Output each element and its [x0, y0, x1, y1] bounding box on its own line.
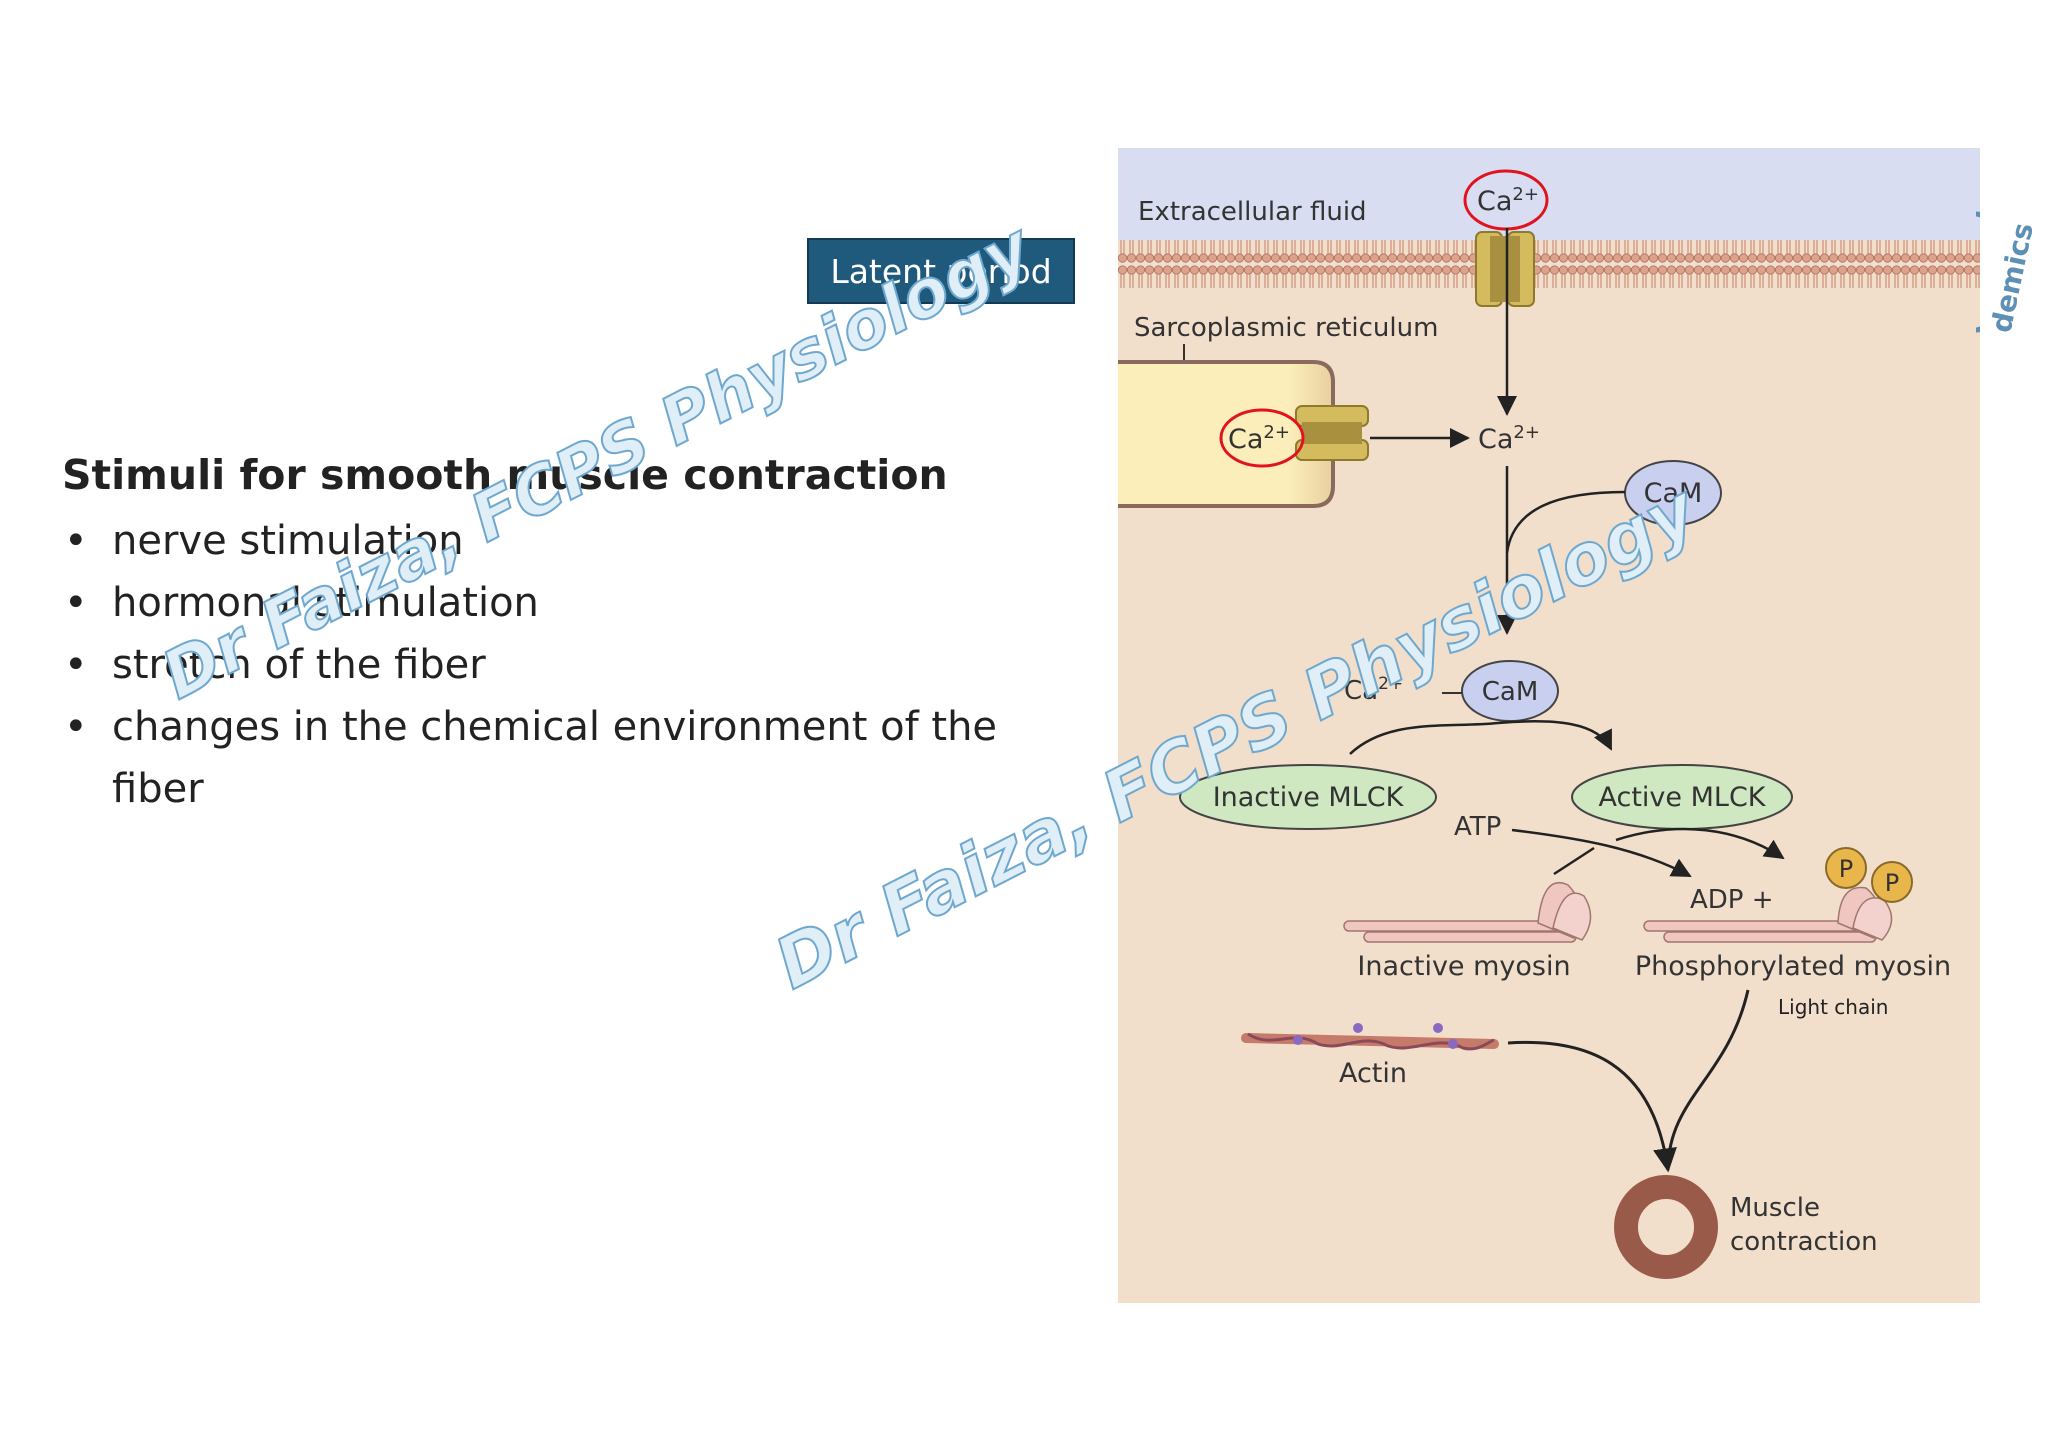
complex-cam-label: CaM [1482, 677, 1539, 707]
side-logo-text: demics [1985, 220, 2036, 336]
phosphate-label: P [1839, 855, 1853, 883]
cell-membrane [1118, 240, 1980, 298]
stimuli-text-block: Stimuli for smooth muscle contraction •n… [62, 448, 1072, 820]
actin-filament [1241, 1023, 1499, 1051]
cytosolic-calcium-label: Ca2+ [1478, 422, 1540, 455]
active-mlck-label: Active MLCK [1599, 782, 1767, 813]
stimuli-title: Stimuli for smooth muscle contraction [62, 451, 948, 499]
actin-label: Actin [1339, 1058, 1407, 1089]
list-item: •nerve stimulation [64, 518, 464, 564]
muscle-contraction-icon [1614, 1175, 1718, 1279]
adp-label: ADP + [1690, 885, 1774, 915]
myosin-to-contraction-arrow [1666, 989, 1750, 1171]
muscle-contraction-label-line1: Muscle [1730, 1193, 1820, 1223]
smooth-muscle-contraction-diagram: Extracellular fluid Ca2+ Sarcoplasmic re… [1118, 148, 1980, 1303]
myosin-input-line [1553, 846, 1595, 876]
sr-calcium-label: Ca2+ [1228, 422, 1290, 455]
phosphorylation-arrow [1615, 827, 1785, 860]
list-item: •changes in the chemical environment of … [64, 704, 998, 812]
actin-to-contraction-arrow [1507, 1040, 1677, 1173]
calcium-ion-label: Ca2+ [1477, 184, 1539, 217]
inactive-mlck [1179, 764, 1437, 830]
phosphorylated-myosin-shape [1643, 886, 1893, 943]
atp-to-adp-arrow [1511, 828, 1692, 878]
inactive-myosin-shape [1343, 881, 1592, 943]
complex-calcium-label: Ca2+ [1344, 674, 1403, 706]
list-item: •hormonal stimulation [64, 580, 539, 626]
sr-calcium-highlight-circle [1219, 408, 1305, 468]
watermark-text: Dr Faiza, FCPS Physiology [150, 207, 1045, 714]
stimuli-list: •nerve stimulation •hormonal stimulation… [62, 510, 1072, 820]
phosphate-group [1825, 847, 1867, 889]
atp-label: ATP [1454, 812, 1501, 842]
list-item: •stretch of the fiber [64, 642, 486, 688]
light-chain-label: Light chain [1778, 995, 1888, 1019]
watermark-text: Dr Faiza, FCPS Physiology [762, 467, 1712, 1005]
phosphate-group [1871, 861, 1913, 903]
membrane-calcium-channel [1475, 231, 1535, 307]
extracellular-label: Extracellular fluid [1138, 197, 1367, 227]
latent-period-box: Latent period [807, 238, 1075, 304]
extracellular-region [1118, 148, 1980, 240]
sarcoplasmic-reticulum [1118, 360, 1335, 508]
cam-join-line [1505, 490, 1626, 554]
phosphate-label: P [1885, 869, 1899, 897]
sarcoplasmic-reticulum-label: Sarcoplasmic reticulum [1134, 313, 1438, 343]
phosphorylated-myosin-label: Phosphorylated myosin [1635, 951, 1951, 982]
cytoplasm-background [1118, 148, 1980, 1303]
inactive-mlck-label: Inactive MLCK [1213, 782, 1405, 813]
mlck-activation-arrow [1349, 720, 1613, 755]
muscle-contraction-label-line2: contraction [1730, 1227, 1878, 1257]
inactive-myosin-label: Inactive myosin [1357, 951, 1570, 982]
sr-calcium-channel [1295, 405, 1369, 461]
calmodulin-label: CaM [1644, 478, 1703, 509]
